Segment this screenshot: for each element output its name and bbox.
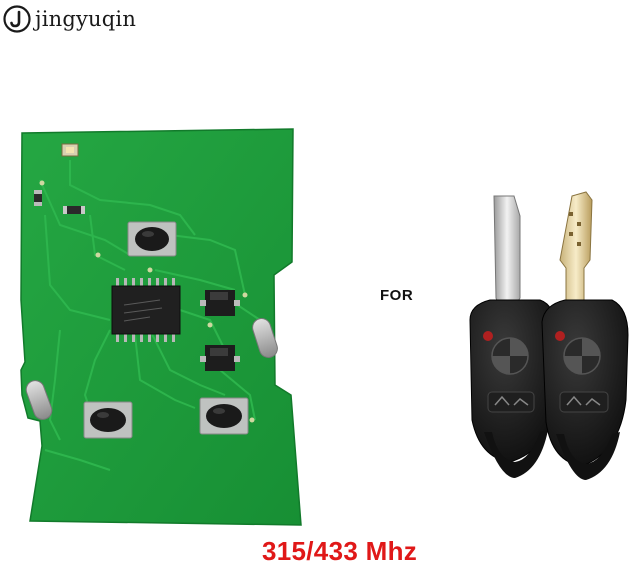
- frequency-label: 315/433 Mhz: [262, 536, 418, 566]
- brand-header: jingyuqin: [2, 4, 136, 34]
- brand-name: jingyuqin: [35, 7, 137, 31]
- car-key-icon: [469, 195, 557, 478]
- car-key-icon: [541, 191, 629, 480]
- jingyuqin-logo-icon: [3, 5, 31, 33]
- for-label: FOR: [380, 287, 414, 304]
